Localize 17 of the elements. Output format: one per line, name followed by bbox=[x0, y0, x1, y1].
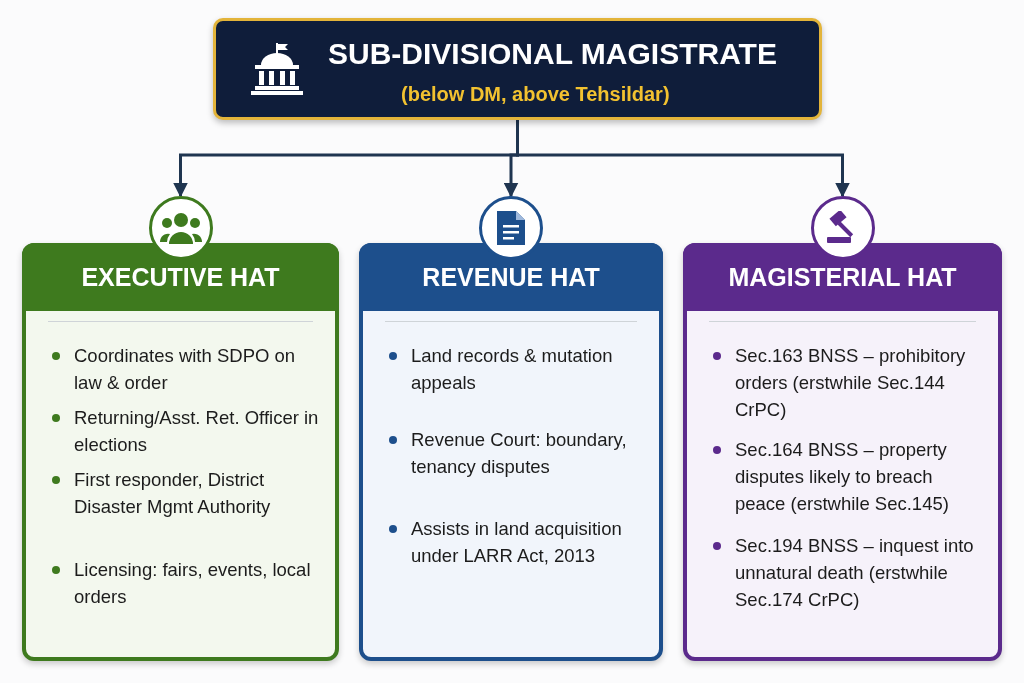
bullet-text: First responder, District Disaster Mgmt Authority bbox=[48, 466, 319, 520]
bullet-text: Coordinates with SDPO on law & order bbox=[48, 342, 319, 396]
card-heading: EXECUTIVE HAT bbox=[22, 243, 339, 311]
title-banner bbox=[213, 18, 822, 120]
bullet-text: Land records & mutation appeals bbox=[385, 342, 643, 396]
bullet-text: Sec.163 BNSS – prohibitory orders (erstwhile Sec.144 CrPC) bbox=[709, 342, 982, 423]
bullet-text: Revenue Court: boundary, tenancy disputes bbox=[385, 426, 643, 480]
subtitle-text: (below DM, above Tehsildar) bbox=[401, 83, 670, 106]
arrow bbox=[516, 120, 850, 198]
title-text: SUB-DIVISIONAL MAGISTRATE bbox=[328, 37, 777, 71]
bullet-text: Sec.194 BNSS – inquest into unnatural death (erstwhile Sec.174 CrPC) bbox=[709, 532, 982, 613]
bullet-text: Licensing: fairs, events, local orders bbox=[48, 556, 319, 610]
card-heading: MAGISTERIAL HAT bbox=[683, 243, 1002, 311]
bullet-text: Returning/Asst. Ret. Officer in elections bbox=[48, 404, 319, 458]
card-heading: REVENUE HAT bbox=[359, 243, 663, 311]
bullet-text: Sec.164 BNSS – property disputes likely to breach peace (erstwhile Sec.145) bbox=[709, 436, 982, 517]
bullet-text: Assists in land acquisition under LARR Act, 2013 bbox=[385, 515, 643, 569]
